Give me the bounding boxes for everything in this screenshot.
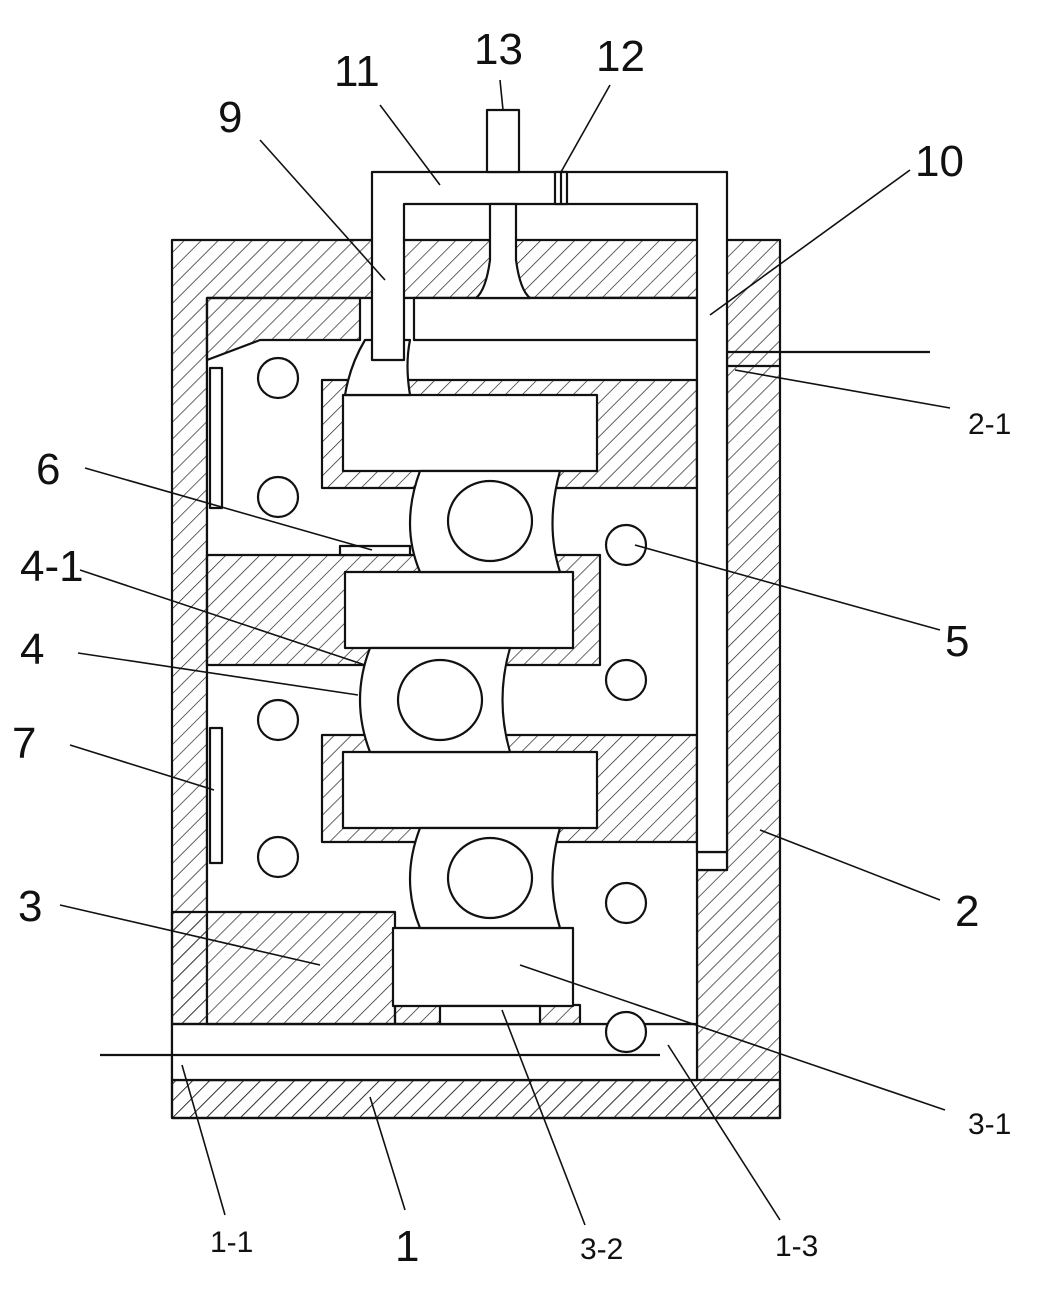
piston-2 [343,570,575,650]
label-1-3: 1-3 [775,1230,819,1263]
label-5: 5 [945,617,970,666]
flexure-1-hole [446,479,534,563]
label-2: 2 [955,887,980,936]
label-12: 12 [596,32,645,81]
leader-line [59,904,321,966]
leader-line [379,104,441,186]
label-2-1: 2-1 [968,408,1012,441]
roller [256,356,300,400]
leader-line [734,369,951,409]
label-13: 13 [474,25,523,74]
stem-neck [474,202,532,300]
leader-line [519,964,946,1111]
leader-line [259,139,386,281]
label-9: 9 [218,93,243,142]
top-pipe [370,170,729,854]
piston-bottom-base [438,1004,542,1026]
label-1: 1 [395,1222,420,1271]
leader-line [759,829,941,901]
roller [604,658,648,702]
block-bottom [170,910,397,1026]
leader-line [709,169,911,316]
leader-line [501,1009,586,1226]
upper-chamber [412,296,699,342]
stem [485,108,521,174]
roller [604,523,648,567]
leader-line [634,544,941,631]
leader-line [181,1064,226,1216]
base-plate [170,1078,782,1120]
label-4: 4 [20,625,45,674]
flexure-3-hole [446,836,534,920]
roller [256,698,300,742]
upper-left-block [205,296,362,362]
leader-line [77,652,359,696]
seal-strip [338,544,412,557]
leader-line [667,1044,781,1221]
label-4-1: 4-1 [20,542,84,591]
piston-1 [341,393,599,473]
flexure-2-hole [396,658,484,742]
label-3-2: 3-2 [580,1233,624,1266]
roller [604,1010,648,1054]
leader-line [84,467,373,551]
side-strip-upper [208,366,224,510]
side-strip-lower [208,726,224,865]
leader-line [369,1096,406,1211]
leader-line [69,744,215,791]
roller [256,475,300,519]
roller [604,881,648,925]
leader-line [560,84,611,173]
label-3: 3 [18,882,43,931]
label-1-1: 1-1 [210,1226,254,1259]
label-3-1: 3-1 [968,1108,1012,1141]
piston-3 [341,750,599,830]
piston-bottom [391,926,575,1008]
leader-line [499,79,504,111]
label-6: 6 [36,445,61,494]
label-10: 10 [915,137,964,186]
label-11: 11 [334,47,380,96]
roller [256,835,300,879]
label-7: 7 [12,719,37,768]
leader-line [79,569,366,666]
